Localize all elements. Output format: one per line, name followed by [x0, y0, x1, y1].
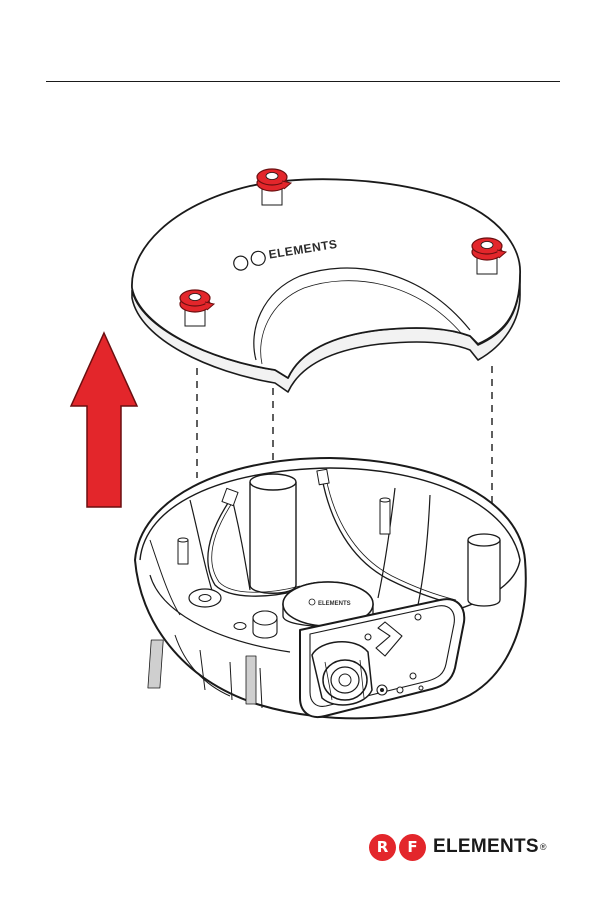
enclosure-base: ELEMENTS — [135, 458, 526, 718]
brand-logo: R F ELEMENTS ® — [369, 829, 547, 865]
logo-registered-mark: ® — [540, 842, 547, 852]
enclosure-lid: ELEMENTS — [132, 179, 520, 392]
logo-circle-f: F — [399, 834, 426, 861]
logo-circle-r: R — [369, 834, 396, 861]
enclosure-illustration: ELEMENTS — [0, 0, 605, 800]
svg-text:ELEMENTS: ELEMENTS — [318, 601, 351, 607]
up-arrow-icon — [71, 333, 137, 507]
logo-wordmark: ELEMENTS — [433, 836, 539, 858]
